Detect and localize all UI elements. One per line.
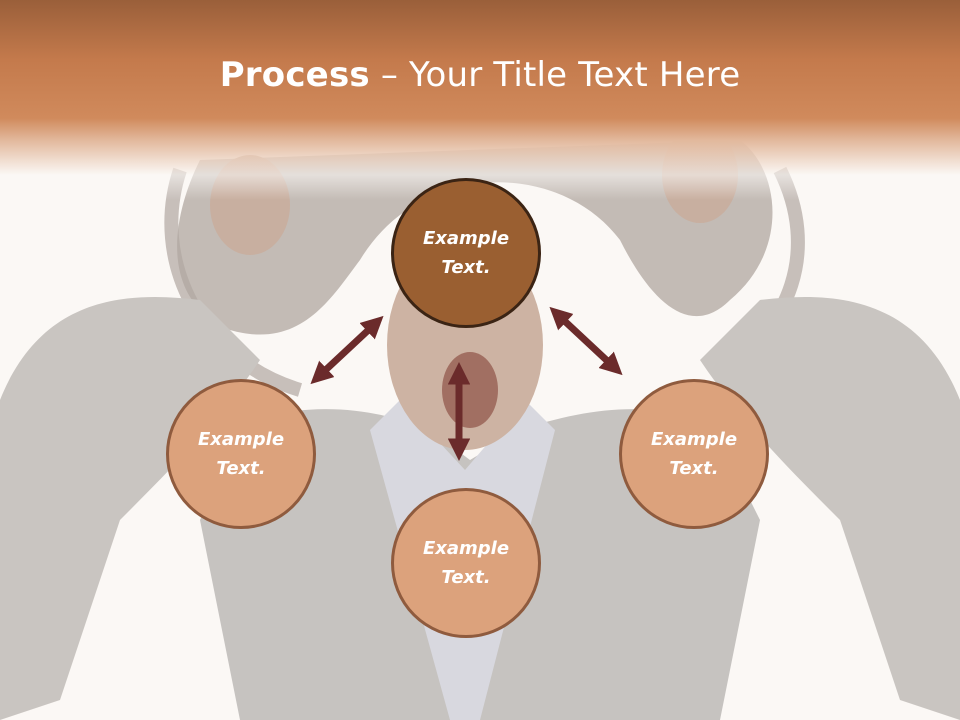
title-bold: Process	[219, 55, 370, 95]
arrow-top-right	[549, 306, 623, 376]
node-bottom[interactable]: Example Text.	[391, 488, 541, 638]
node-left[interactable]: Example Text.	[166, 379, 316, 529]
title-rest: – Your Title Text Here	[369, 55, 741, 95]
header-band	[0, 0, 960, 200]
node-right[interactable]: Example Text.	[619, 379, 769, 529]
slide-title[interactable]: Process – Your Title Text Here	[0, 48, 960, 102]
node-top[interactable]: Example Text.	[391, 178, 541, 328]
arrow-top-left	[310, 315, 384, 385]
